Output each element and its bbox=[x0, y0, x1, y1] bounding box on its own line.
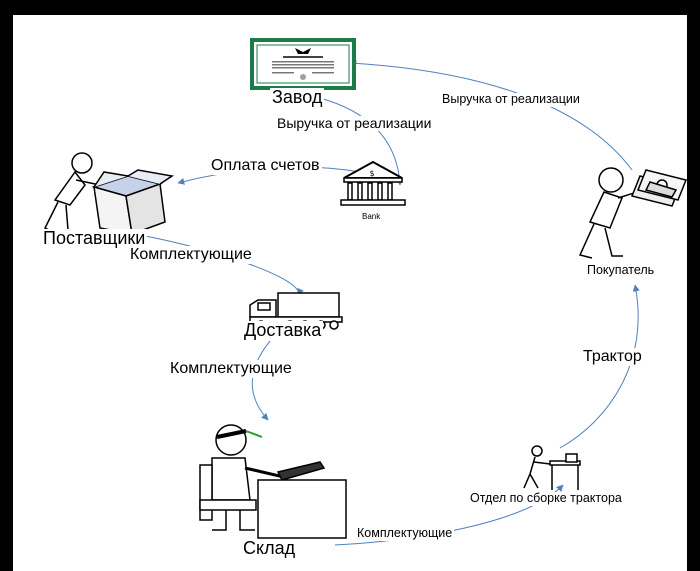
supplier-with-box-icon bbox=[43, 152, 174, 236]
assembly-worker-icon bbox=[523, 445, 581, 490]
bank-icon: $ bbox=[340, 160, 406, 206]
node-warehouse-label: Склад bbox=[241, 538, 298, 559]
arrow-buyer-to-factory bbox=[349, 59, 633, 171]
arrow-delivery-to-warehouse bbox=[251, 329, 281, 421]
edge-buyer-to-factory-label: Выручка от реализации bbox=[440, 92, 582, 107]
svg-text:$: $ bbox=[369, 169, 374, 178]
node-bank-label: Bank bbox=[362, 212, 381, 221]
arrow-assembly-to-buyer bbox=[559, 284, 640, 449]
arrow-factory-to-bank bbox=[319, 97, 404, 186]
certificate-icon bbox=[250, 38, 356, 90]
buyer-with-money-icon bbox=[578, 167, 687, 259]
node-buyer-label: Покупатель bbox=[585, 263, 657, 278]
edge-bank-to-suppliers-label: Оплата счетов bbox=[209, 157, 322, 175]
diagram-area: $ bbox=[13, 15, 687, 571]
edge-suppliers-to-delivery-label: Комплектующие bbox=[128, 246, 254, 264]
edge-assembly-to-buyer-label: Трактор bbox=[581, 348, 644, 366]
warehouse-worker-icon bbox=[199, 424, 347, 539]
node-assembly-label: Отдел по сборке трактора bbox=[468, 491, 624, 506]
edge-delivery-to-warehouse-label: Комплектующие bbox=[168, 360, 294, 378]
node-delivery-label: Доставка bbox=[242, 320, 324, 341]
edge-warehouse-to-assembly-label: Комплектующие bbox=[355, 526, 455, 541]
diagram-graphics: $ bbox=[43, 38, 687, 546]
edge-factory-to-bank-label: Выручка от реализации bbox=[275, 115, 434, 132]
node-factory-label: Завод bbox=[270, 87, 325, 108]
node-suppliers-label: Поставщики bbox=[41, 228, 148, 249]
arrow-suppliers-to-delivery bbox=[139, 234, 304, 296]
